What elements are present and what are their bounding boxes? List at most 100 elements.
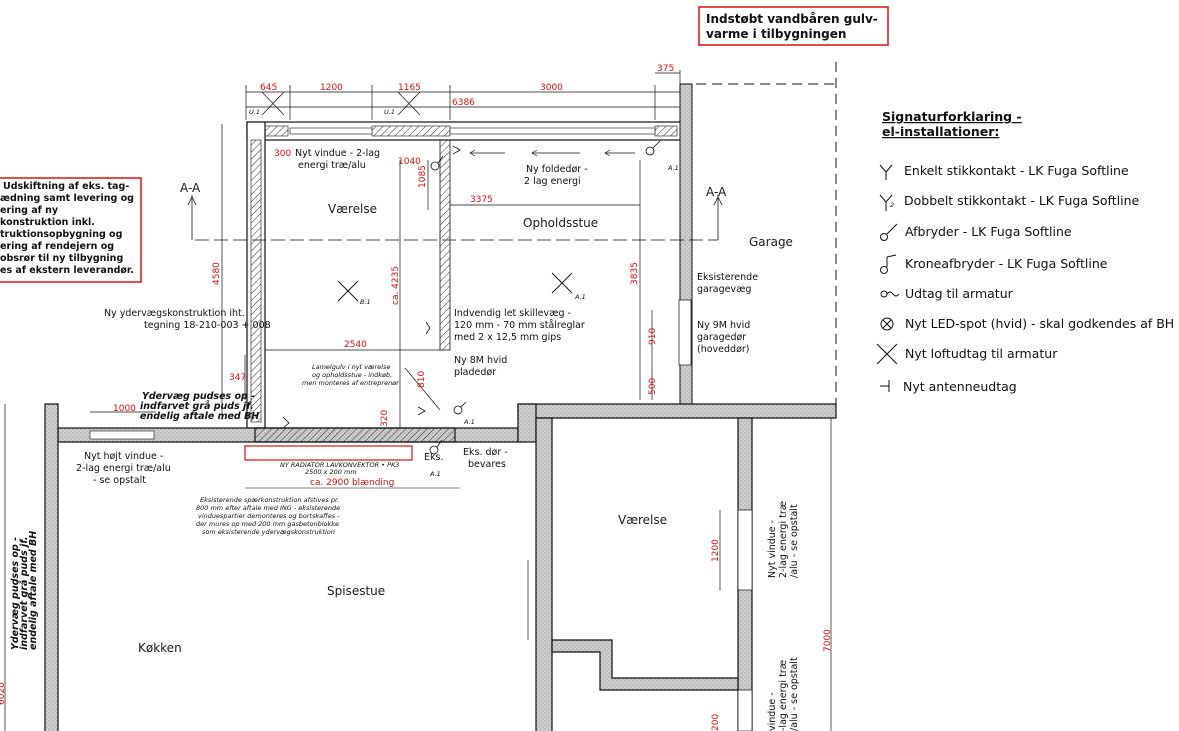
title-line-2: varme i tilbygningen [706, 27, 846, 41]
note-new-window: energi træ/alu [298, 160, 366, 171]
note-line: /alu - se opstalt [789, 657, 800, 731]
room-label-garage: Garage [749, 235, 793, 249]
radiator-label: NY RADIATOR LAVKONVEKTOR • PK3 [280, 461, 399, 469]
led-spot-icon [880, 317, 894, 331]
note-rafters: 800 mm efter aftale med ING - eksisteren… [196, 504, 340, 512]
note-flooring: og opholdsstue - indkøb, [312, 371, 392, 379]
radiator-size: 2500 x 200 mm [305, 468, 357, 476]
ceiling-outlet-marks [337, 272, 573, 302]
room-label-vaerelse: Værelse [328, 202, 377, 216]
tag-a1: A.1 [463, 418, 475, 426]
note-existing-door: bevares [468, 459, 506, 470]
note-high-window: Nyt højt vindue - [84, 451, 163, 462]
note-rafters: vinduespartier demonteres og bortskaffes… [198, 512, 340, 520]
dim-347: 347 [229, 373, 246, 383]
note-plaster: Ydervæg pudses op - [142, 391, 255, 402]
room-label-koekken: Køkken [138, 641, 182, 655]
note-foldedoor: Ny foldedør - [526, 164, 588, 175]
dim-810: 810 [417, 371, 427, 388]
note-plate-door: Ny 8M hvid [454, 355, 507, 366]
interior-lines [4, 124, 832, 731]
legend-item-label: Nyt loftudtag til armatur [905, 346, 1058, 361]
legend-title: el-installationer: [882, 124, 999, 139]
note-line: vindue - [767, 692, 778, 731]
note-line: -lag energi træ [778, 660, 789, 731]
dim-4235: ca. 4235 [391, 266, 401, 305]
note-line: /alu - se opstalt [789, 504, 800, 578]
roof-note-line: konstruktion inkl. [0, 217, 95, 228]
room-label-spisestue: Spisestue [327, 584, 385, 598]
switch-icon [880, 223, 898, 241]
electrical-symbols [282, 140, 661, 455]
roof-note-line: Udskiftning af eks. tag- [3, 181, 129, 192]
note-outer-wall: tegning 18-210-003 + 008 [144, 320, 271, 331]
radiator-outline [244, 445, 413, 461]
section-label-right: A-A [706, 185, 727, 199]
dim-3000: 3000 [540, 83, 563, 93]
room-label-vaerelse-2: Værelse [618, 513, 667, 527]
top-dimensions [245, 70, 681, 120]
note-flooring: men monteres af entreprenør [302, 379, 400, 387]
note-line: Ydervæg pudses op - [10, 537, 21, 650]
note-garage-door: Ny 9M hvid [697, 320, 750, 331]
note-partition: Indvendig let skillevæg - [454, 308, 571, 319]
note-high-window: 2-lag energi træ/alu [76, 463, 171, 474]
legend-title: Signaturforklaring - [882, 109, 1022, 124]
note-garage-wall: Eksisterende [697, 272, 758, 283]
tag-a1: A.1 [667, 164, 679, 172]
note-line: Nyt vindue - [767, 520, 778, 578]
double-socket-icon [879, 194, 893, 211]
dim-1000: 1000 [113, 404, 136, 414]
dim-500: 500 [648, 378, 658, 395]
dim-200: 200 [711, 714, 721, 731]
dim-1200-right: 1200 [711, 539, 721, 562]
dim-645: 645 [260, 83, 277, 93]
note-garage-door: (hoveddør) [697, 344, 750, 355]
tag-u1: U.1 [249, 108, 260, 116]
note-rafters: der mures op med 200 mm gasbetonblokke [196, 520, 339, 528]
dim-1165: 1165 [398, 83, 421, 93]
fixture-outlet-icon [880, 290, 900, 298]
note-right-window: Nyt vindue - 2-lag energi træ /alu - se … [767, 501, 800, 578]
section-label-left: A-A [180, 181, 201, 195]
note-partition: 120 mm - 70 mm stålreglar [454, 320, 585, 331]
legend-item-label: Enkelt stikkontakt - LK Fuga Softline [904, 163, 1129, 178]
dimmer-switch-icon [880, 254, 897, 274]
dim-6020: 6020 [0, 682, 7, 705]
note-new-window: Nyt vindue - 2-lag [295, 148, 380, 159]
note-rafters: som eksisterende ydervægskonstruktion [202, 528, 335, 536]
dim-1085: 1085 [418, 165, 428, 188]
note-rafters: Eksisterende spærkonstruktion afstives p… [200, 496, 339, 504]
dim-1040: 1040 [398, 157, 421, 167]
dim-6386: 6386 [452, 98, 475, 108]
dim-blaending: ca. 2900 blænding [310, 478, 394, 488]
dim-7000: 7000 [823, 629, 833, 652]
roof-note-line: obsrør til ny tilbygning [0, 253, 123, 264]
tag-u1: U.1 [384, 108, 395, 116]
title-line-1: Indstøbt vandbåren gulv- [706, 12, 878, 26]
note-plaster: indfarvet grå puds jf. [140, 401, 254, 412]
note-plaster: endelig aftale med BH [140, 411, 259, 422]
dim-3835: 3835 [630, 262, 640, 285]
ceiling-outlet-icon [876, 343, 898, 365]
note-plate-door: pladedør [454, 367, 496, 378]
dim-320: 320 [380, 410, 390, 427]
note-flooring: Lamelgulv i nyt værelse [312, 363, 390, 371]
dim-4580: 4580 [212, 262, 222, 285]
note-line: 2-lag energi træ [778, 501, 789, 578]
room-label-opholdsstue: Opholdsstue [523, 216, 598, 230]
roof-note-box: Udskiftning af eks. tag- ædning samt lev… [0, 177, 142, 283]
legend-item-label: Afbryder - LK Fuga Softline [905, 224, 1072, 239]
single-socket-icon [879, 164, 893, 180]
tag-b1: B.1 [360, 298, 371, 306]
dim-910: 910 [648, 328, 658, 345]
note-partition: med 2 x 12,5 mm gips [454, 332, 561, 343]
note-line: indfarvet grå puds jf. [19, 536, 30, 650]
legend-item-label: Udtag til armatur [905, 286, 1014, 301]
existing-walls [44, 403, 837, 731]
legend-item-label: Nyt antenneudtag [903, 379, 1017, 394]
note-foldedoor: 2 lag energi [524, 176, 581, 187]
eks-label: Eks. [424, 452, 443, 463]
antenna-outlet-icon [880, 380, 890, 392]
